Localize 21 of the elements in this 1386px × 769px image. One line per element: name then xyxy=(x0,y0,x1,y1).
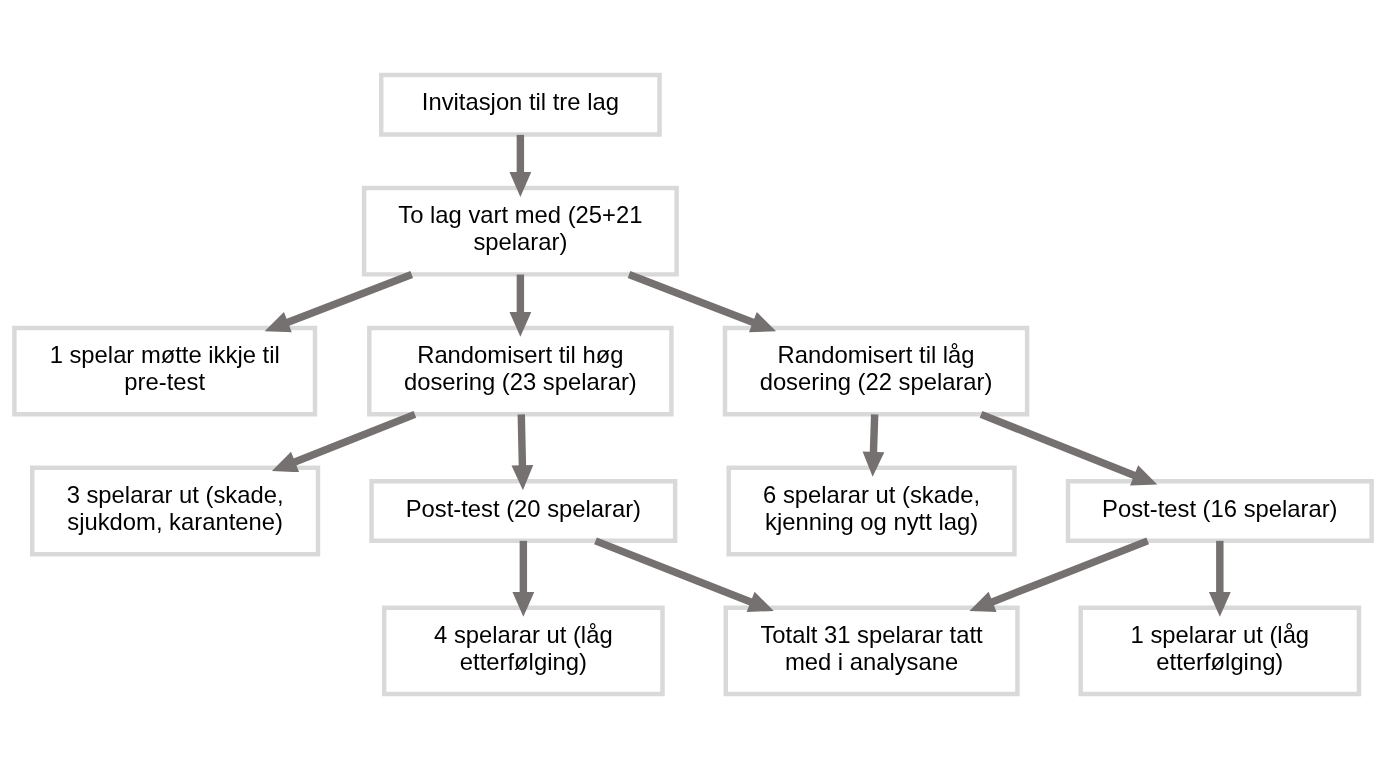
node-box: Randomisert til låg dosering (22 spelarar) xyxy=(722,325,1030,417)
arrow xyxy=(509,134,532,197)
node-box: To lag vart med (25+21 spelarar) xyxy=(361,185,679,277)
arrow xyxy=(627,271,777,333)
node-box: Randomisert til høg dosering (23 spelarar) xyxy=(367,325,674,417)
arrow xyxy=(512,540,535,617)
node-box: Totalt 31 spelarar tatt med i analysane xyxy=(723,605,1020,697)
arrow xyxy=(271,410,417,473)
node-box: 6 spelarar ut (skade, kjenning og nytt lag) xyxy=(726,465,1017,557)
arrow xyxy=(264,271,414,333)
node-box: Post-test (16 spelarar) xyxy=(1065,479,1374,543)
arrow xyxy=(969,537,1150,612)
node-box: 1 spelarar ut (låg etterfølging) xyxy=(1078,605,1362,697)
node-box: 4 spelarar ut (låg etterfølging) xyxy=(381,605,665,697)
node-box: 1 spelar møtte ikkje til pre-test xyxy=(12,325,318,417)
node-box: 3 spelarar ut (skade, sjukdom, karantene) xyxy=(30,465,321,557)
arrow xyxy=(1208,540,1231,617)
arrow xyxy=(979,410,1158,486)
node-box: Post-test (20 spelarar) xyxy=(369,479,678,543)
node-box: Invitasjon til tre lag xyxy=(379,72,662,137)
arrow xyxy=(594,537,774,612)
